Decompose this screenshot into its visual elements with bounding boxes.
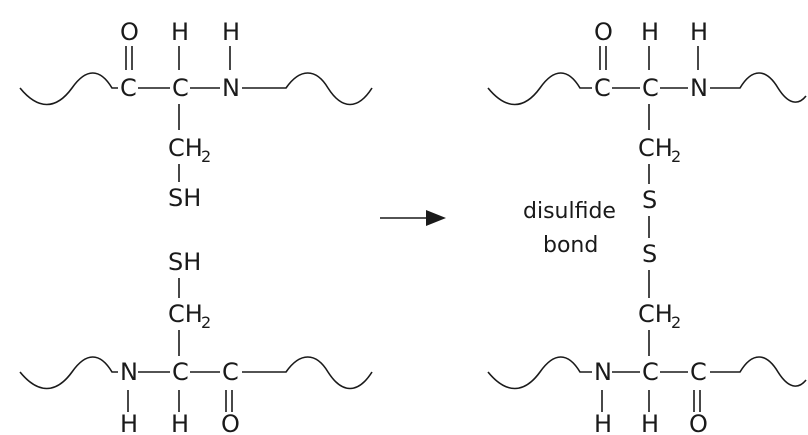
product-top-chain-left: [487, 72, 592, 106]
disulfide-label-line1: disulfide: [523, 199, 616, 224]
reactant-top-cysteine: C O C H N H CH 2 SH: [19, 18, 373, 212]
reactant-bottom-ch2: CH: [168, 300, 203, 328]
reactant-top-chain-right: [242, 72, 373, 106]
product-bottom-alpha-h: H: [641, 410, 659, 435]
product-bottom-n-h: H: [594, 410, 612, 435]
product-top-n-h: H: [690, 18, 708, 46]
reactant-top-ch2-subscript: 2: [201, 147, 211, 166]
product-bottom-chain-right: [710, 356, 807, 387]
reactant-top-n: N: [222, 74, 240, 102]
reactant-bottom-cysteine: SH CH 2 N H C H C O: [19, 248, 373, 435]
product-bottom-o: O: [689, 410, 708, 435]
reactant-top-ch2: CH: [168, 134, 203, 162]
reactant-top-alpha-h: H: [171, 18, 189, 46]
product-bottom-carbonyl-c: C: [690, 358, 707, 386]
product-top-alpha-h: H: [641, 18, 659, 46]
product-top-residue: C O C H N H CH 2: [487, 18, 807, 184]
reactant-top-alpha-c: C: [172, 74, 189, 102]
product-top-alpha-c: C: [642, 74, 659, 102]
product-bottom-chain-left: [487, 356, 592, 390]
product-sulfur-1: S: [642, 186, 657, 214]
reactant-top-o: O: [120, 18, 139, 46]
reactant-bottom-o: O: [221, 410, 240, 435]
reaction-arrow: [380, 210, 446, 226]
reactant-bottom-n-h: H: [120, 410, 138, 435]
product-bottom-ch2: CH: [638, 300, 673, 328]
reactant-top-sh: SH: [168, 184, 201, 212]
reactant-bottom-carbonyl-c: C: [222, 358, 239, 386]
product-bottom-alpha-c: C: [642, 358, 659, 386]
reactant-bottom-n: N: [120, 358, 138, 386]
product-top-chain-right: [710, 72, 807, 103]
product-top-ch2: CH: [638, 134, 673, 162]
reactant-bottom-ch2-subscript: 2: [201, 313, 211, 332]
reactant-bottom-alpha-h: H: [171, 410, 189, 435]
product-sulfur-2: S: [642, 240, 657, 268]
reactant-bottom-chain-right: [242, 356, 373, 390]
reactant-top-chain-left: [19, 72, 118, 106]
reactant-top-carbonyl-c: C: [120, 74, 137, 102]
product-top-carbonyl-c: C: [594, 74, 611, 102]
product-bottom-n: N: [594, 358, 612, 386]
disulfide-bond-label: disulfide bond: [523, 199, 616, 258]
disulfide-label-line2: bond: [543, 233, 598, 258]
product-top-ch2-subscript: 2: [671, 147, 681, 166]
product-bottom-residue: CH 2 N H C H C O: [487, 300, 807, 435]
reactant-bottom-sh: SH: [168, 248, 201, 276]
reactant-top-n-h: H: [222, 18, 240, 46]
product-bottom-ch2-subscript: 2: [671, 313, 681, 332]
product-top-o: O: [594, 18, 613, 46]
disulfide-bridge: S S: [642, 186, 657, 298]
reaction-arrow-head: [426, 210, 446, 226]
reactant-bottom-alpha-c: C: [172, 358, 189, 386]
product-top-n: N: [690, 74, 708, 102]
reactant-bottom-chain-left: [19, 356, 118, 390]
